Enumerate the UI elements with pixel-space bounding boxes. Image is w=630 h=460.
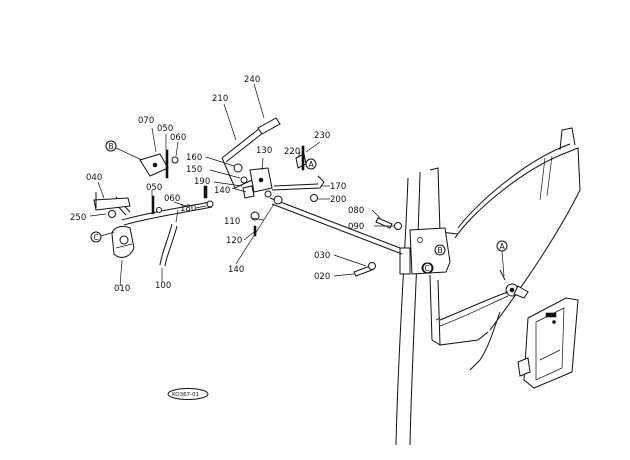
part-label-230: 230 <box>314 131 330 141</box>
leader-lines <box>89 83 394 287</box>
bolt-080-090 <box>375 217 402 230</box>
part-label-030: 030 <box>314 251 330 261</box>
svg-text:KO367-01: KO367-01 <box>172 392 199 398</box>
marker-c-right: C <box>421 262 433 274</box>
part-label-010: 010 <box>114 284 130 294</box>
part-label-150: 150 <box>186 165 202 175</box>
marker-b-left: B <box>105 140 143 161</box>
part-label-090: 090 <box>348 222 364 232</box>
part-label-050-top: 050 <box>157 124 173 134</box>
part-label-190: 190 <box>194 177 210 187</box>
reference-markers: B C A B C A <box>90 140 508 277</box>
part-label-080: 080 <box>348 206 364 216</box>
part-label-210: 210 <box>212 94 228 104</box>
figure-code: KO367-01 <box>167 388 209 400</box>
marker-c-left: C <box>90 231 115 243</box>
part-label-140-lower: 140 <box>228 265 244 275</box>
svg-text:C: C <box>425 264 430 273</box>
marker-a-right: A <box>496 240 508 277</box>
part-label-200: 200 <box>330 195 346 205</box>
part-label-140-upper: 140 <box>214 186 230 196</box>
cab-frame <box>395 127 581 446</box>
svg-text:B: B <box>438 246 443 255</box>
part-label-160: 160 <box>186 153 202 163</box>
part-label-110: 110 <box>224 217 240 227</box>
part-label-250: 250 <box>70 213 86 223</box>
part-label-060-mid: 060 <box>164 194 180 204</box>
mounting-bracket <box>399 227 451 346</box>
part-label-040: 040 <box>86 173 102 183</box>
part-label-220: 220 <box>284 147 300 157</box>
marker-a-top: A <box>305 158 317 170</box>
bolt-020-030 <box>353 262 376 277</box>
part-label-170: 170 <box>330 182 346 192</box>
part-label-180: 180 <box>180 204 196 214</box>
part-label-100: 100 <box>155 281 171 291</box>
marker-b-right: B <box>434 244 446 256</box>
part-label-240: 240 <box>244 75 260 85</box>
handle-010 <box>111 225 135 258</box>
part-label-060-top: 060 <box>170 133 186 143</box>
part-label-130: 130 <box>256 146 272 156</box>
part-label-120: 120 <box>226 236 242 246</box>
door-handle-plate <box>517 297 579 389</box>
bracket-070 <box>139 149 179 179</box>
part-number-labels: 240 210 230 070 050 060 160 130 220 150 … <box>70 75 364 294</box>
hinge-040 <box>93 192 131 218</box>
linkage-rods <box>111 117 403 267</box>
part-label-050-mid: 050 <box>146 183 162 193</box>
part-label-020: 020 <box>314 272 330 282</box>
svg-text:A: A <box>500 242 506 251</box>
central-joint <box>203 163 283 237</box>
svg-text:A: A <box>309 160 315 169</box>
svg-text:B: B <box>109 142 114 151</box>
pins-050-060 <box>151 195 214 215</box>
latch-knob <box>439 269 529 327</box>
part-label-070: 070 <box>138 116 154 126</box>
svg-text:C: C <box>94 233 99 242</box>
